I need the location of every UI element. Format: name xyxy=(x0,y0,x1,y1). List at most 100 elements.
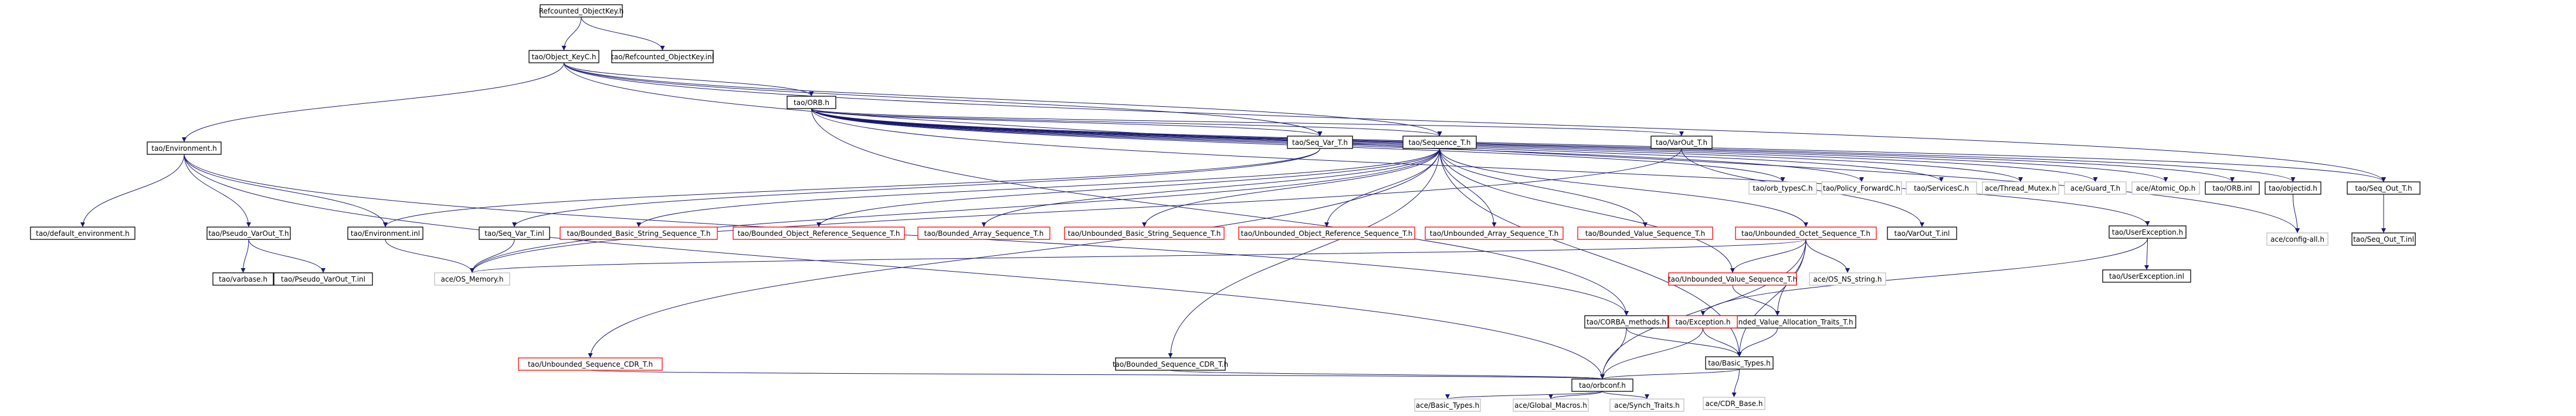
node-label: Refcounted_ObjectKey.h xyxy=(539,7,624,15)
node-box xyxy=(1577,226,1713,240)
edge xyxy=(811,108,1442,137)
edge-uoctet-to-basictypes xyxy=(1737,239,1806,357)
node-label: tao/Environment.h xyxy=(151,144,217,153)
node-tao-seq-out-t-inl[interactable]: tao/Seq_Out_T.inl xyxy=(2351,232,2416,246)
edge xyxy=(1168,148,1440,358)
node-tao-userexception-h[interactable]: tao/UserException.h xyxy=(2109,225,2187,239)
edge-sequence-to-bbstr xyxy=(636,148,1440,228)
node-tao-unbounded-value-sequence-t-h[interactable]: tao/Unbounded_Value_Sequence_T.h xyxy=(1668,272,1797,286)
edge xyxy=(564,62,2386,182)
edge xyxy=(1600,368,1740,380)
edge xyxy=(590,370,1604,380)
node-tao-environment-inl[interactable]: tao/Environment.inl xyxy=(347,226,423,240)
edge xyxy=(811,108,1323,137)
node-tao-seq-out-t-h[interactable]: tao/Seq_Out_T.h xyxy=(2347,181,2421,195)
node-label: tao/Pseudo_VarOut_T.h xyxy=(208,229,289,238)
node-tao-unbounded-array-sequence-t-h[interactable]: tao/Unbounded_Array_Sequence_T.h xyxy=(1425,226,1564,240)
node-box xyxy=(1064,226,1225,240)
node-label: tao/VarOut_T.inl xyxy=(1894,229,1950,238)
node-tao-orb-inl[interactable]: tao/ORB.inl xyxy=(2205,181,2260,195)
node-label: tao/ORB.h xyxy=(794,99,829,107)
node-tao-object-keyc-h[interactable]: tao/Object_KeyC.h xyxy=(528,50,599,63)
edge-pseudovar-to-varbase xyxy=(240,239,249,273)
node-tao-seq-var-t-inl[interactable]: tao/Seq_Var_T.inl xyxy=(479,226,550,240)
node-tao-bounded-sequence-cdr-t-h[interactable]: tao/Bounded_Sequence_CDR_T.h xyxy=(1113,357,1228,371)
node-tao-exception-h[interactable]: tao/Exception.h xyxy=(1668,315,1738,329)
node-label: ace/Atomic_Op.h xyxy=(2136,184,2196,192)
node-box xyxy=(1821,181,1902,195)
node-tao-objectid-h[interactable]: tao/objectid.h xyxy=(2265,181,2321,195)
node-tao-default-environment-h[interactable]: tao/default_environment.h xyxy=(30,226,135,240)
node-tao-unbounded-octet-sequence-t-h[interactable]: tao/Unbounded_Octet_Sequence_T.h xyxy=(1735,226,1877,240)
node-tao-bounded-value-sequence-t-h[interactable]: tao/Bounded_Value_Sequence_T.h xyxy=(1577,226,1713,240)
edge-env-to-pseudovar xyxy=(184,154,251,228)
edge xyxy=(1703,327,1742,357)
edge-uval-to-uvalalloc xyxy=(1732,285,1780,316)
node-tao-varout-t-h[interactable]: tao/VarOut_T.h xyxy=(1650,136,1713,149)
node-tao-pseudo-varout-t-inl[interactable]: tao/Pseudo_VarOut_T.inl xyxy=(273,272,373,286)
edge-orb-to-varout xyxy=(811,108,1684,137)
edge-env-to-defenv xyxy=(80,154,185,228)
node-label: tao/Seq_Out_T.h xyxy=(2355,184,2412,192)
node-box xyxy=(1668,272,1797,286)
node-tao-basic-types-h[interactable]: tao/Basic_Types.h xyxy=(1705,356,1774,370)
edge-root-to-objkeyc xyxy=(561,16,582,51)
node-tao-sequence-t-h[interactable]: tao/Sequence_T.h xyxy=(1402,136,1477,149)
edge-env-to-corbam xyxy=(184,154,1629,316)
node-tao-pseudo-varout-t-h[interactable]: tao/Pseudo_VarOut_T.h xyxy=(206,226,291,240)
node-tao-environment-h[interactable]: tao/Environment.h xyxy=(147,141,222,155)
node-box xyxy=(347,226,423,240)
node-box xyxy=(212,272,274,286)
edge-uvalalloc-to-basictypes xyxy=(1737,327,1778,357)
node-box xyxy=(1650,136,1713,149)
edge-orbconf-to-acebasic xyxy=(1445,391,1603,400)
node-tao-unbounded-value-allocation-traits-t-h[interactable]: tao/Unbounded_Value_Allocation_Traits_T.… xyxy=(1699,315,1856,329)
edge xyxy=(470,148,1682,273)
node-tao-varout-t-inl[interactable]: tao/VarOut_T.inl xyxy=(1887,226,1957,240)
node-box xyxy=(1703,397,1765,410)
edge xyxy=(385,239,474,273)
node-box xyxy=(2205,181,2260,195)
edge xyxy=(1600,327,1627,380)
node-box xyxy=(206,226,291,240)
node-box xyxy=(1609,398,1684,412)
node-tao-unbounded-object-reference-sequence-t-h[interactable]: tao/Unbounded_Object_Reference_Sequence_… xyxy=(1238,226,1415,240)
edge xyxy=(2144,238,2150,270)
node-box xyxy=(560,226,718,240)
node-tao-varbase-h[interactable]: tao/varbase.h xyxy=(212,272,274,286)
node-tao-corba-methods-h[interactable]: tao/CORBA_methods.h xyxy=(1584,315,1669,329)
node-tao-unbounded-sequence-cdr-t-h[interactable]: tao/Unbounded_Sequence_CDR_T.h xyxy=(518,357,663,371)
node-box xyxy=(733,226,905,240)
node-box xyxy=(2109,225,2187,239)
node-tao-seq-var-t-h[interactable]: tao/Seq_Var_T.h xyxy=(1287,136,1353,149)
node-tao-bounded-object-reference-sequence-t-h[interactable]: tao/Bounded_Object_Reference_Sequence_T.… xyxy=(733,226,905,240)
node-label: ace/Global_Macros.h xyxy=(1514,401,1587,410)
node-tao-orb-h[interactable]: tao/ORB.h xyxy=(787,96,836,109)
edge xyxy=(1445,391,1603,400)
node-label: tao/Seq_Out_T.inl xyxy=(2353,235,2414,243)
node-tao-bounded-basic-string-sequence-t-h[interactable]: tao/Bounded_Basic_String_Sequence_T.h xyxy=(560,226,718,240)
edge-exception-to-orbconf xyxy=(1600,327,1703,380)
node-label: tao/varbase.h xyxy=(219,275,267,283)
node-tao-userexception-inl[interactable]: tao/UserException.inl xyxy=(2102,269,2191,283)
edge-orb-to-sequence xyxy=(811,108,1442,137)
node-box xyxy=(1887,226,1957,240)
edge-env-to-envinl xyxy=(184,154,388,228)
edge xyxy=(811,108,1629,316)
node-box xyxy=(611,50,714,63)
node-label: tao/Bounded_Basic_String_Sequence_T.h xyxy=(567,229,711,238)
edge xyxy=(2293,194,2300,234)
node-box xyxy=(273,272,373,286)
node-tao-unbounded-basic-string-sequence-t-h[interactable]: tao/Unbounded_Basic_String_Sequence_T.h xyxy=(1064,226,1225,240)
edge xyxy=(470,148,1440,273)
edge xyxy=(811,108,2386,182)
node-label: ace/config-all.h xyxy=(2270,235,2324,243)
edge xyxy=(1805,239,1850,273)
node-tao-orbconf-h[interactable]: tao/orbconf.h xyxy=(1571,378,1633,392)
node-tao-bounded-array-sequence-t-h[interactable]: tao/Bounded_Array_Sequence_T.h xyxy=(917,226,1050,240)
node-box xyxy=(917,226,1050,240)
node-tao-refcounted-objectkey-inl[interactable]: tao/Refcounted_ObjectKey.inl xyxy=(611,50,714,63)
edge-sequence-to-uobjref xyxy=(1324,148,1440,228)
node-label: tao/VarOut_T.h xyxy=(1656,138,1707,147)
